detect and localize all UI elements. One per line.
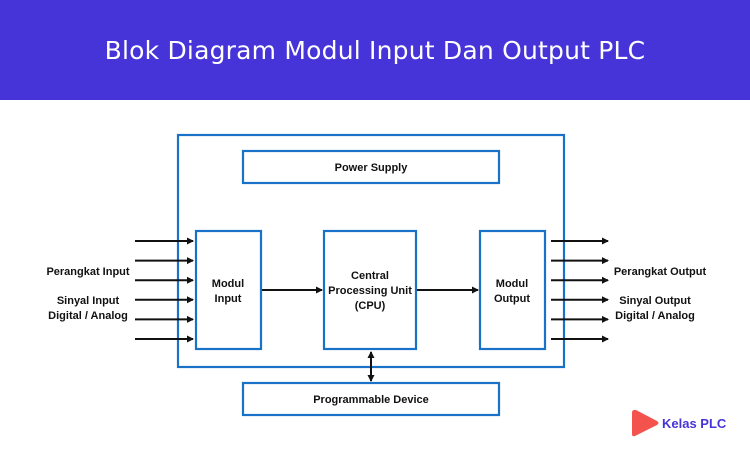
output-device-label: Perangkat Output	[614, 266, 707, 278]
modul-input-label-1: Modul	[212, 278, 244, 290]
cpu-label-2: Processing Unit	[328, 285, 412, 297]
modul-input-label-2: Input	[215, 293, 242, 305]
input-device-label: Perangkat Input	[46, 266, 129, 278]
cpu-label-3: (CPU)	[355, 300, 386, 312]
page-title: Blok Diagram Modul Input Dan Output PLC	[104, 35, 646, 65]
header-banner: Blok Diagram Modul Input Dan Output PLC	[0, 0, 750, 100]
programmable-device-box	[241, 381, 501, 417]
power-supply-box	[241, 149, 501, 185]
output-signal-label: Sinyal Output	[619, 295, 691, 307]
cpu-label-1: Central	[351, 270, 389, 282]
brand-name: Kelas PLC	[662, 415, 727, 431]
modul-output-label-2: Output	[494, 293, 530, 305]
output-arrows	[551, 237, 609, 343]
modul-input-box	[194, 229, 263, 351]
input-arrows	[135, 237, 194, 343]
modul-output-label-1: Modul	[496, 278, 528, 290]
cpu-box	[322, 229, 418, 351]
play-icon	[632, 410, 659, 437]
input-signal-type-label: Digital / Analog	[48, 310, 128, 322]
power-supply-label: Power Supply	[335, 162, 409, 174]
programmable-device-label: Programmable Device	[313, 394, 429, 406]
brand-logo: Kelas PLC	[630, 407, 726, 439]
input-signal-label: Sinyal Input	[57, 295, 120, 307]
output-signal-type-label: Digital / Analog	[615, 310, 695, 322]
modul-output-box	[478, 229, 547, 351]
